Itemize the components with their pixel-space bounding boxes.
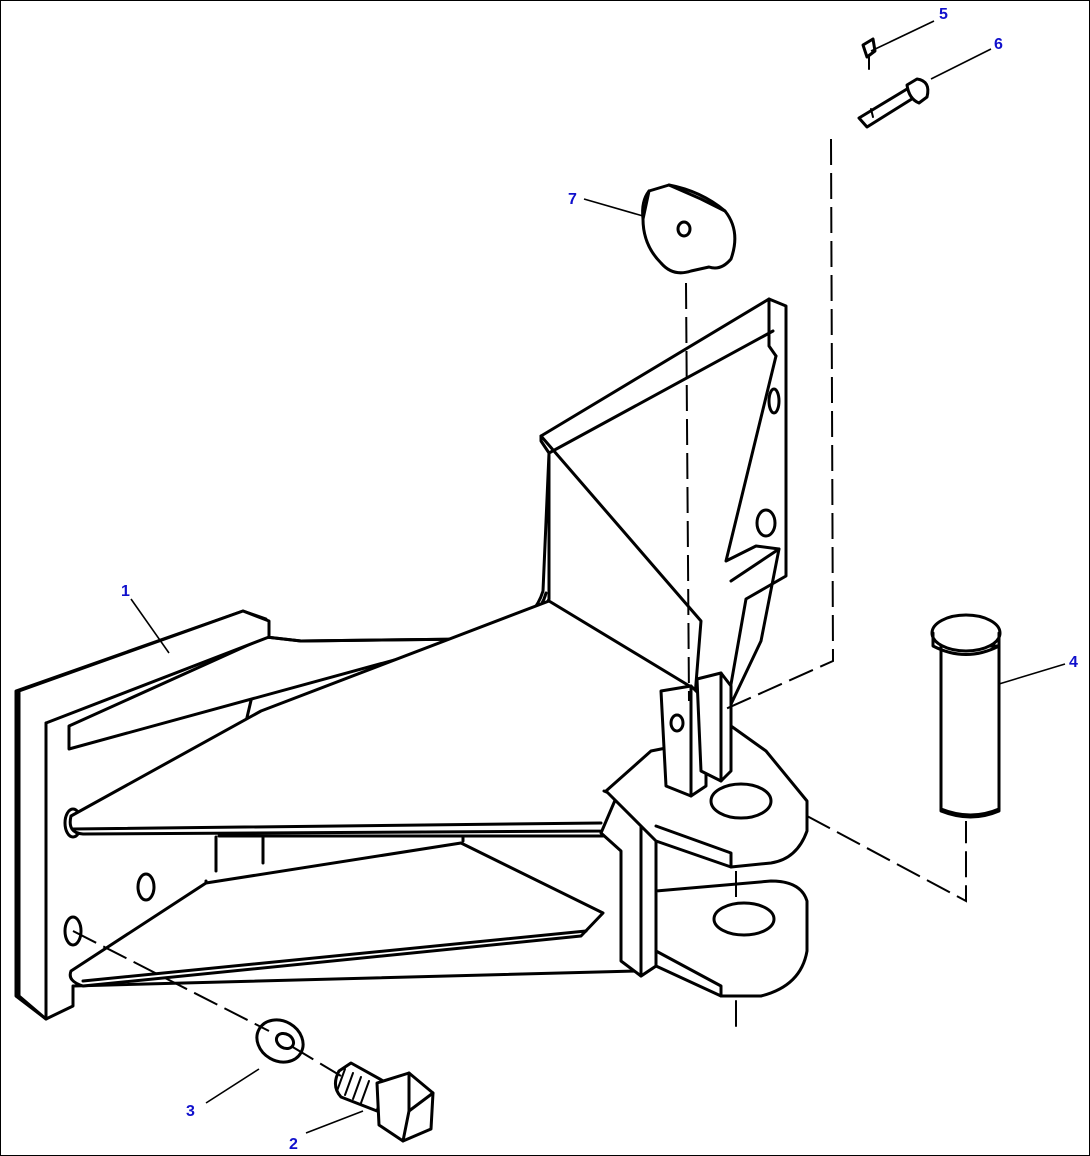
leader-lines xyxy=(130,20,1066,1134)
bolt-part-2 xyxy=(334,1061,435,1143)
callout-2: 2 xyxy=(289,1136,298,1153)
bracket-part-1 xyxy=(14,297,809,1027)
block-part-7 xyxy=(641,183,737,275)
pin-part-4 xyxy=(930,613,1002,819)
pin-part-6 xyxy=(857,77,930,129)
callout-5: 5 xyxy=(939,6,948,23)
callout-7: 7 xyxy=(568,191,577,208)
callout-1: 1 xyxy=(121,583,130,600)
callout-6: 6 xyxy=(994,36,1003,53)
cotter-pin-part-5 xyxy=(861,37,877,70)
assembly-lines xyxy=(72,138,967,1077)
callout-labels: 1 2 3 4 5 6 7 xyxy=(121,6,1078,1153)
callout-4: 4 xyxy=(1069,654,1078,671)
washer-part-3 xyxy=(255,1018,305,1064)
callout-3: 3 xyxy=(186,1103,195,1120)
